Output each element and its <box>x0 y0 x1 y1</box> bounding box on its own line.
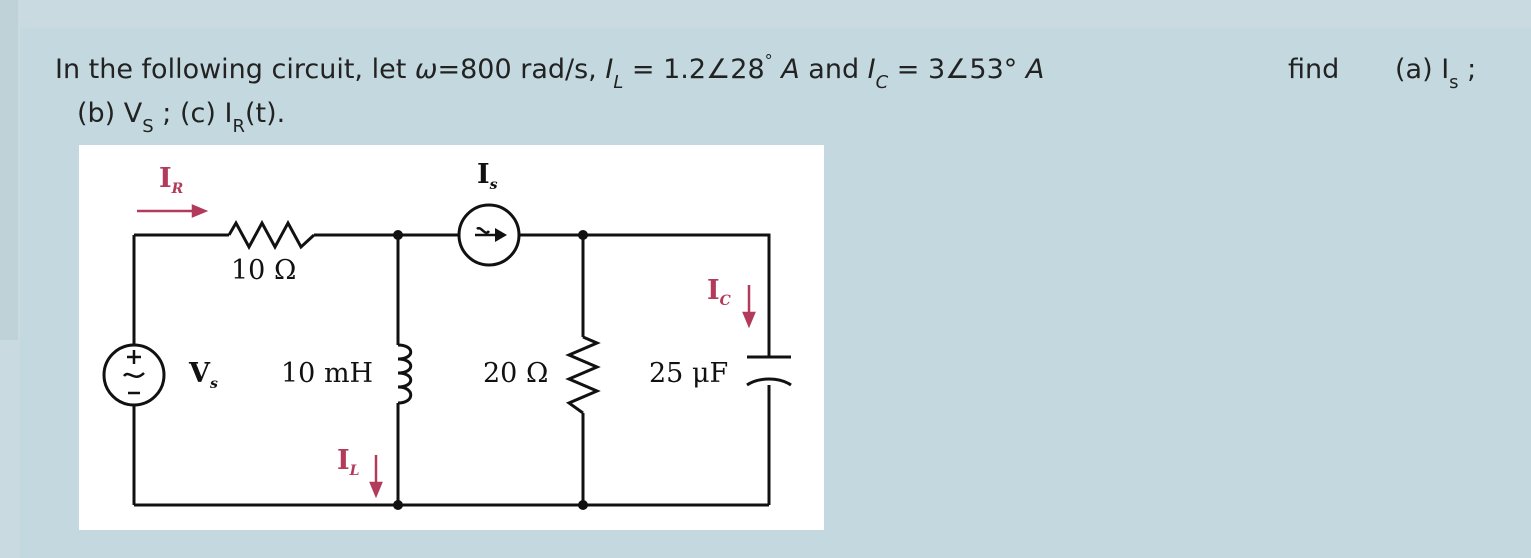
ir-label-sub: R <box>171 181 184 197</box>
is-label: Is <box>477 159 498 193</box>
vs-label: Vs <box>189 358 218 392</box>
vs-label-text: V <box>189 358 210 389</box>
part-b-end: ; (c) I <box>153 98 233 129</box>
find-word: find <box>1288 54 1340 85</box>
junction-dot <box>578 500 588 510</box>
circuit-wires <box>102 203 792 507</box>
il-label: IL <box>337 445 360 479</box>
junction-dot <box>393 500 403 510</box>
wire-top-right <box>519 233 771 357</box>
ic-unit: A <box>1025 54 1045 85</box>
ic-value: = 3∠53° <box>888 54 1026 85</box>
is-label-sub: s <box>489 177 498 193</box>
il-degree: ° <box>764 51 773 70</box>
part-c-end: (t). <box>244 98 286 129</box>
ic-label-text: I <box>707 275 720 306</box>
part-b-subscript: S <box>142 116 154 137</box>
resistor-10-ohm <box>227 219 316 251</box>
omega-symbol: ω <box>414 54 438 85</box>
capacitor-plate-bottom <box>746 377 792 387</box>
circuit-diagram <box>102 203 792 510</box>
tilde-icon <box>122 372 145 378</box>
vs-label-sub: s <box>209 376 218 392</box>
il-unit: A <box>772 54 800 85</box>
ic-label-sub: C <box>719 293 731 309</box>
l-label: 10 mH <box>281 358 374 389</box>
part-b-label: (b) V <box>77 98 143 129</box>
part-a-label: (a) I <box>1395 54 1450 85</box>
inductor-coil <box>397 343 413 405</box>
question-line-2: (b) VS ; (c) IR(t). <box>77 92 285 139</box>
ic-variable: I <box>867 54 876 85</box>
arrow-head <box>495 228 507 242</box>
il-arrow-head <box>369 481 383 499</box>
ic-arrow-head <box>742 311 756 329</box>
junction-dot <box>393 230 403 240</box>
ic-subscript: C <box>875 72 889 93</box>
il-variable: I <box>605 54 614 85</box>
omega-value: =800 rad/s, <box>437 54 606 85</box>
il-label-sub: L <box>349 463 360 479</box>
ir-label: IR <box>159 163 184 197</box>
part-a: (a) Is ; <box>1395 48 1476 95</box>
il-value: = 1.2∠28 <box>623 54 765 85</box>
ir-arrow-head <box>191 204 209 218</box>
r2-label: 20 Ω <box>483 358 549 389</box>
resistor-20-ohm <box>565 335 601 415</box>
part-c-subscript: R <box>232 116 245 137</box>
part-a-end: ; <box>1458 54 1477 85</box>
plus-sign <box>127 350 141 364</box>
il-label-text: I <box>337 445 350 476</box>
tilde-icon <box>476 226 491 234</box>
r1-label: 10 Ω <box>231 255 297 286</box>
circuit-figure: IR Is 10 Ω Vs 10 mH 20 Ω 25 μF IL IC <box>79 145 824 530</box>
junction-dots <box>393 230 588 510</box>
question-prefix: In the following circuit, let <box>55 54 415 85</box>
and-word: and <box>799 54 868 85</box>
ir-label-text: I <box>159 163 172 194</box>
left-edge-strip <box>0 0 18 340</box>
il-subscript: L <box>613 72 624 93</box>
current-arrows <box>137 204 756 499</box>
c-label: 25 μF <box>649 358 729 389</box>
question-line-1: In the following circuit, let ω=800 rad/… <box>55 48 1476 95</box>
junction-dot <box>578 230 588 240</box>
is-label-text: I <box>477 159 490 190</box>
part-a-subscript: s <box>1449 72 1459 93</box>
ic-label: IC <box>707 275 731 309</box>
voltage-source-symbols <box>122 350 145 395</box>
